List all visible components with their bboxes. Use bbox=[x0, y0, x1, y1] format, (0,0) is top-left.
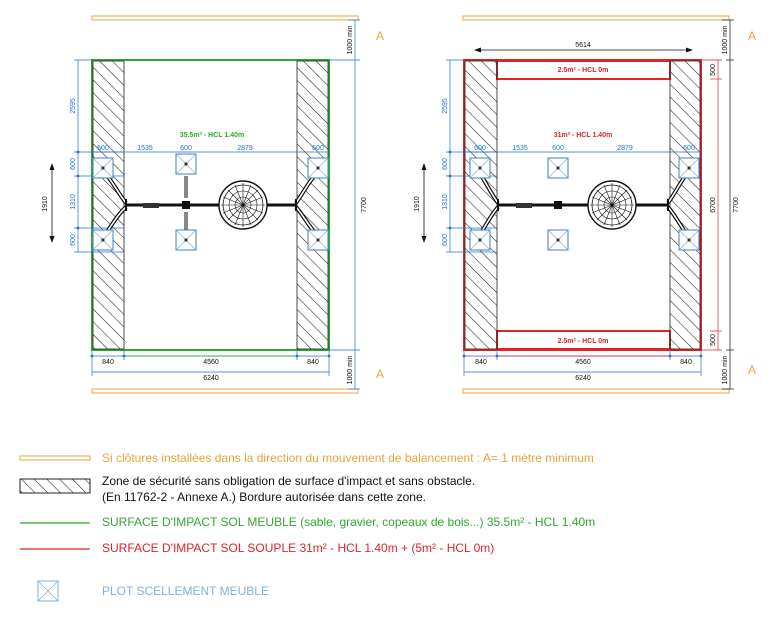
dim-depth-left: 7700 bbox=[361, 197, 368, 213]
fence-top-left bbox=[91, 15, 359, 21]
marker-a-top-left: A bbox=[376, 29, 384, 43]
dim-seat-span-right: 1310 bbox=[442, 194, 449, 210]
right-plan: 2.5m² - HCL 0m 31m² - HCL 1.40m 2.5m² - … bbox=[414, 15, 756, 394]
safety-zone-right-a bbox=[464, 60, 498, 350]
dim-inner-depth: 6700 bbox=[710, 197, 717, 213]
dim-center-left: 4560 bbox=[203, 359, 219, 366]
dim-side-right-2: 840 bbox=[680, 359, 692, 366]
marker-a-bottom-left: A bbox=[376, 367, 384, 381]
dim-anchor-right-1: 600 bbox=[442, 158, 449, 170]
dim-fence-bottom-right: 1000 min bbox=[722, 355, 729, 384]
fence-top-right bbox=[462, 15, 730, 21]
green-impact-surface bbox=[91, 59, 330, 351]
legend-hatch-text-1: Zone de sécurité sans obligation de surf… bbox=[102, 474, 476, 488]
dim-fence-top-left: 1000 min bbox=[347, 25, 354, 54]
fence-bottom-right bbox=[462, 388, 730, 394]
dim-depth-right: 7700 bbox=[733, 197, 740, 213]
dim-anchor-top-right-1: 600 bbox=[474, 145, 486, 152]
left-plan: 35.5m² - HCL 1.40m bbox=[42, 15, 384, 394]
dim-seat-span-left: 1310 bbox=[70, 194, 77, 210]
legend-fence-symbol bbox=[19, 455, 91, 461]
safety-zone-left-a bbox=[92, 60, 125, 350]
dim-span-left-1: 1535 bbox=[137, 145, 153, 152]
dim-anchor-left-2: 600 bbox=[70, 234, 77, 246]
legend-hatch-symbol bbox=[19, 478, 91, 494]
fence-bottom-left bbox=[91, 388, 359, 394]
legend-red-text: SURFACE D'IMPACT SOL SOUPLE 31m² - HCL 1… bbox=[102, 541, 495, 555]
dim-anchor-left-1: 600 bbox=[70, 158, 77, 170]
safety-zone-left-b bbox=[296, 60, 329, 350]
dim-side-left-1: 840 bbox=[102, 359, 114, 366]
dim-frame-width-left: 1910 bbox=[42, 196, 49, 212]
dim-top-width-right: 5614 bbox=[575, 42, 591, 49]
dim-total-width-left: 6240 bbox=[203, 375, 219, 382]
legend-fence-text: Si clôtures installées dans la direction… bbox=[102, 451, 594, 465]
dim-fence-bottom-left: 1000 min bbox=[347, 355, 354, 384]
dim-frame-width-right: 1910 bbox=[414, 196, 421, 212]
dim-anchor-top-right-3: 600 bbox=[683, 145, 695, 152]
dim-top-span-left: 2595 bbox=[70, 98, 77, 114]
dim-side-left-2: 840 bbox=[307, 359, 319, 366]
dim-anchor-top-left-3: 600 bbox=[312, 145, 324, 152]
legend-green-text: SURFACE D'IMPACT SOL MEUBLE (sable, grav… bbox=[102, 515, 596, 529]
dim-span-right-2: 2879 bbox=[617, 145, 633, 152]
dim-anchor-top-left-2: 600 bbox=[180, 145, 192, 152]
dim-anchor-top-left-1: 600 bbox=[97, 145, 109, 152]
dim-span-left-2: 1535 bbox=[512, 145, 528, 152]
dim-top-span-right: 2595 bbox=[442, 98, 449, 114]
right-surface-label: 31m² - HCL 1.40m bbox=[554, 132, 613, 139]
legend-anchor-icon bbox=[37, 580, 59, 602]
dim-span-right-1: 2879 bbox=[237, 145, 253, 152]
left-surface-label: 35.5m² - HCL 1.40m bbox=[180, 132, 244, 139]
right-bottom-strip-label: 2.5m² - HCL 0m bbox=[558, 338, 609, 345]
legend-anchor-text: PLOT SCELLEMENT MEUBLE bbox=[102, 584, 269, 598]
marker-a-top-right: A bbox=[748, 29, 756, 43]
swing-equipment-right bbox=[476, 169, 691, 239]
dim-center-right: 4560 bbox=[575, 359, 591, 366]
dim-fence-top-right: 1000 min bbox=[722, 25, 729, 54]
dim-strip-bottom: 500 bbox=[710, 334, 717, 346]
swing-equipment-left bbox=[101, 169, 321, 239]
safety-zone-right-b bbox=[669, 60, 701, 350]
marker-a-bottom-right: A bbox=[748, 363, 756, 377]
dim-side-right-1: 840 bbox=[475, 359, 487, 366]
dim-anchor-right-2: 600 bbox=[442, 234, 449, 246]
right-top-strip-label: 2.5m² - HCL 0m bbox=[558, 67, 609, 74]
legend-hatch-text-2: (En 11762-2 - Annexe A.) Bordure autoris… bbox=[102, 490, 426, 504]
dim-anchor-top-right-2: 600 bbox=[552, 145, 564, 152]
dim-strip-top: 500 bbox=[710, 64, 717, 76]
dim-total-width-right: 6240 bbox=[575, 375, 591, 382]
